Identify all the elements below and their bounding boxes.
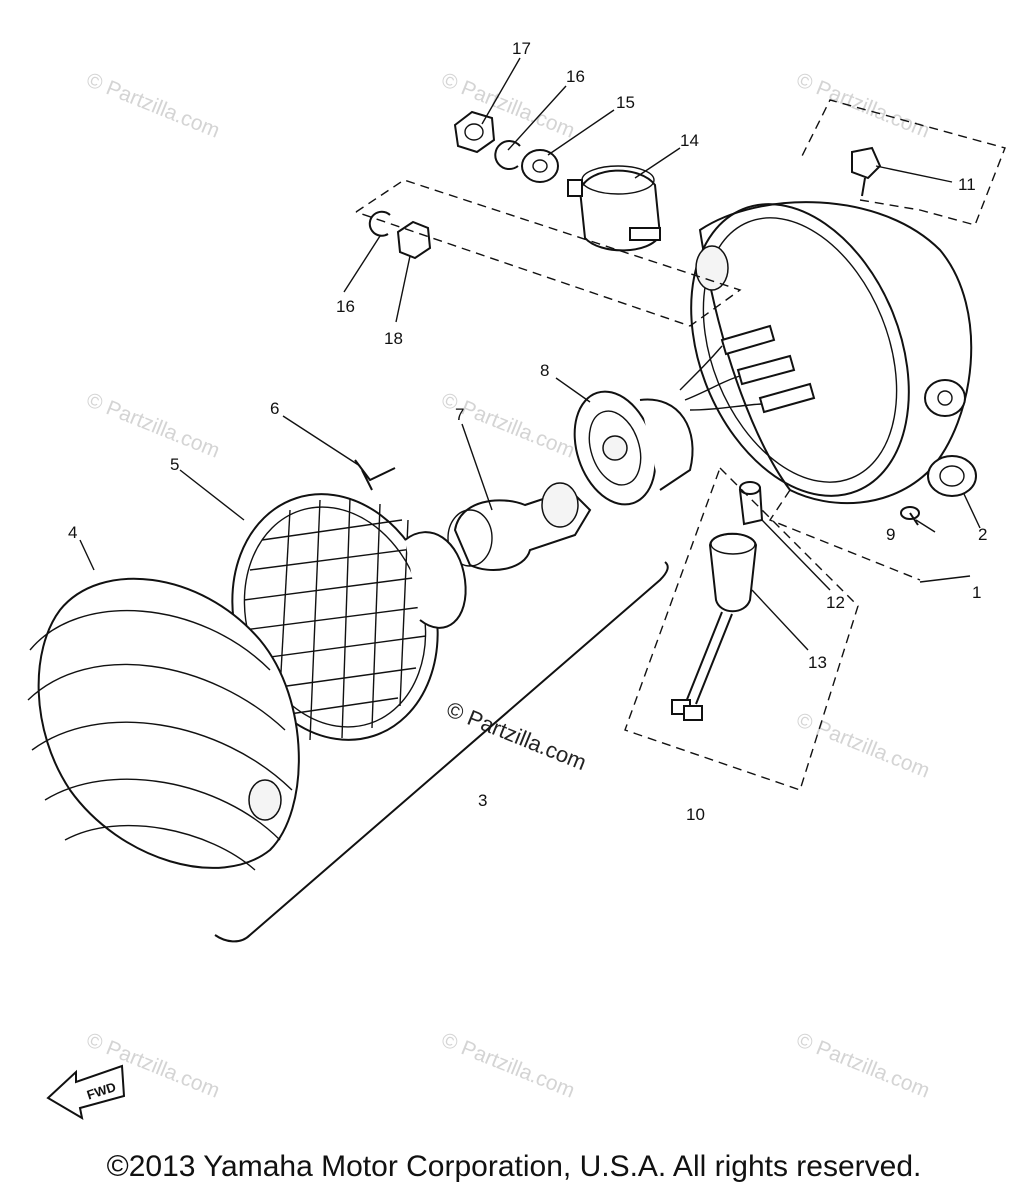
screw-part-9 xyxy=(900,506,920,526)
watermark: © Partzilla.com xyxy=(793,1028,933,1102)
callout-labels: 17 16 15 14 11 16 18 6 5 4 7 8 9 2 1 12 … xyxy=(68,39,987,824)
bracket-part-3 xyxy=(214,561,669,943)
leader-lines xyxy=(79,57,981,651)
headlight-housing xyxy=(690,201,973,505)
callout-18: 18 xyxy=(384,329,403,348)
watermark: © Partzilla.com xyxy=(83,68,223,142)
callout-4: 4 xyxy=(68,523,77,542)
watermark: © Partzilla.com xyxy=(83,388,223,462)
bulb-part-12 xyxy=(738,481,764,526)
nut-part-18 xyxy=(396,220,432,260)
callout-7: 7 xyxy=(455,405,464,424)
callout-11: 11 xyxy=(958,175,976,194)
nut-part-17 xyxy=(453,110,496,154)
grommet-part-2 xyxy=(927,455,977,497)
callout-12: 12 xyxy=(826,593,845,612)
callout-10: 10 xyxy=(686,805,705,824)
watermark-center: © Partzilla.com xyxy=(443,696,590,775)
callout-9: 9 xyxy=(886,525,895,544)
callout-17: 17 xyxy=(512,39,531,58)
lock-washer-part-16-lower xyxy=(368,210,391,237)
housing-wire-terminals xyxy=(679,324,816,414)
group-line-14-18 xyxy=(355,179,742,327)
watermark: © Partzilla.com xyxy=(438,1028,578,1102)
callout-2: 2 xyxy=(978,525,987,544)
group-line-11 xyxy=(799,99,1006,226)
fwd-arrow-icon: FWD xyxy=(46,1064,126,1120)
watermark: © Partzilla.com xyxy=(793,708,933,782)
callout-14: 14 xyxy=(680,131,699,150)
stud-bolt-part-14 xyxy=(567,165,662,252)
callout-13: 13 xyxy=(808,653,827,672)
callout-3: 3 xyxy=(478,791,487,810)
rim-guard-part-4 xyxy=(27,577,300,871)
callout-1: 1 xyxy=(972,583,981,602)
lock-washer-part-16-top xyxy=(494,140,521,171)
clip-part-6 xyxy=(354,459,396,491)
socket-part-8 xyxy=(573,390,694,506)
socket-part-13 xyxy=(671,532,758,721)
callout-8: 8 xyxy=(540,361,549,380)
group-line-10 xyxy=(624,467,859,791)
copyright-notice: ©2013 Yamaha Motor Corporation, U.S.A. A… xyxy=(106,1150,922,1183)
callout-16-lower: 16 xyxy=(336,297,355,316)
group-line-1 xyxy=(768,489,921,581)
screw-part-11 xyxy=(851,146,882,197)
callout-16-top: 16 xyxy=(566,67,585,86)
callout-15: 15 xyxy=(616,93,635,112)
watermark: © Partzilla.com xyxy=(438,388,578,462)
callout-6: 6 xyxy=(270,399,279,418)
washer-part-15 xyxy=(521,149,559,183)
watermark: © Partzilla.com xyxy=(793,68,933,142)
callout-5: 5 xyxy=(170,455,179,474)
bulb-part-7 xyxy=(447,482,592,571)
